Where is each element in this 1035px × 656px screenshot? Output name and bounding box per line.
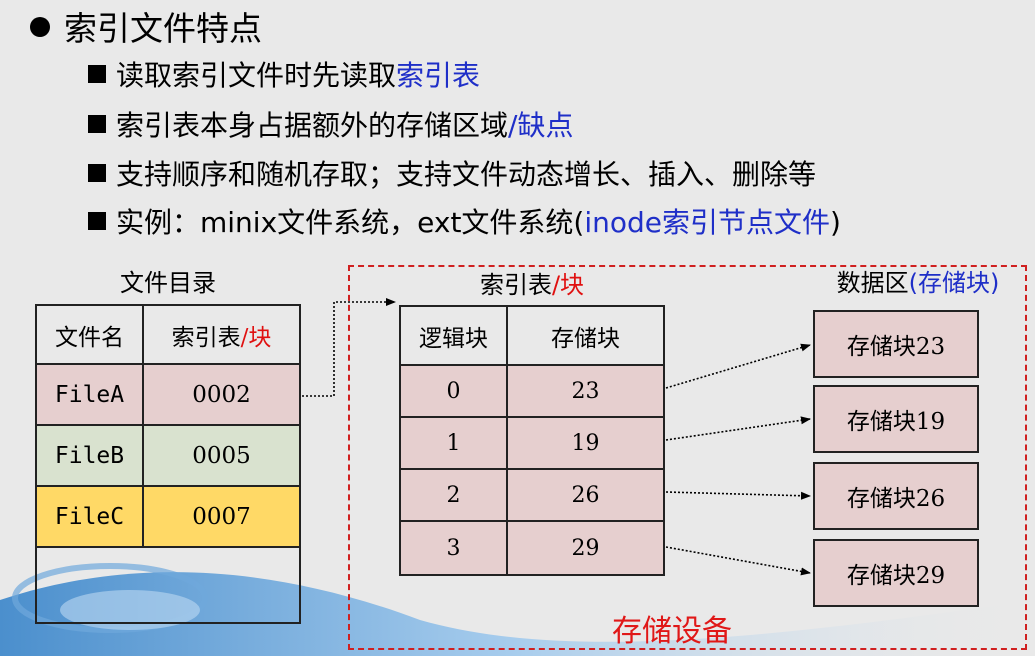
bullet-square-icon (88, 65, 106, 83)
arrow-block-1 (665, 416, 811, 441)
page-heading: 索引文件特点 (30, 8, 262, 50)
table-row: 1 19 (401, 418, 663, 470)
storage-block-cell: 23 (571, 378, 600, 404)
storage-block-cell: 29 (571, 535, 600, 561)
storage-block: 存储块19 (813, 385, 979, 453)
data-area-label: 数据区 (836, 269, 909, 297)
storage-block-cell: 26 (571, 482, 600, 508)
bullet-text: 实例：minix文件系统，ext文件系统( (116, 206, 585, 239)
file-name-cell: FileB (37, 426, 144, 485)
index-block-cell: 0002 (192, 381, 251, 408)
bullet-item: 读取索引文件时先读取索引表 (88, 58, 480, 94)
bullet-item: 索引表本身占据额外的存储区域/缺点 (88, 108, 573, 144)
index-header-row: 逻辑块 存储块 (401, 307, 663, 366)
bullet-item: 实例：minix文件系统，ext文件系统(inode索引节点文件) (88, 205, 841, 241)
index-table: 逻辑块 存储块 0 23 1 19 2 26 3 29 (399, 305, 665, 576)
table-row: 0 23 (401, 366, 663, 418)
table-row: FileC 0007 (37, 487, 299, 548)
arrow-block-0 (665, 343, 811, 389)
bullet-tail: ) (830, 206, 841, 239)
storage-block: 存储块26 (813, 462, 979, 530)
bullet-highlight: 索引表 (396, 59, 481, 92)
storage-block: 存储块29 (813, 539, 979, 607)
index-caption-label: 索引表 (479, 271, 552, 299)
arrow-block-3 (665, 546, 811, 576)
directory-col-name: 文件名 (37, 306, 144, 363)
logical-block-cell: 2 (401, 470, 508, 520)
bullet-text: 索引表本身占据额外的存储区域 (116, 109, 509, 142)
index-col-logical: 逻辑块 (401, 307, 508, 364)
bullet-square-icon (88, 115, 106, 133)
directory-caption: 文件目录 (120, 269, 216, 297)
logical-block-cell: 3 (401, 522, 508, 574)
table-row: 3 29 (401, 522, 663, 574)
bullet-square-icon (88, 212, 106, 230)
data-area-paren: (存储块) (908, 269, 1000, 297)
col-index-label: 索引表 (171, 324, 241, 351)
index-col-storage: 存储块 (551, 325, 620, 352)
index-caption-suffix: /块 (551, 271, 585, 299)
bullet-text: 支持顺序和随机存取；支持文件动态增长、插入、删除等 (116, 158, 817, 191)
storage-device-frame (348, 265, 1027, 650)
directory-col-index: 索引表/块 (144, 306, 299, 363)
bullet-item: 支持顺序和随机存取；支持文件动态增长、插入、删除等 (88, 157, 816, 193)
index-block-cell: 0005 (192, 442, 251, 469)
table-row: FileB 0005 (37, 426, 299, 487)
logical-block-cell: 1 (401, 418, 508, 468)
file-name-cell: FileC (37, 487, 144, 546)
bullet-text: 读取索引文件时先读取 (116, 59, 397, 92)
storage-block-cell: 19 (571, 430, 600, 456)
bullet-square-icon (88, 164, 106, 182)
table-row: 2 26 (401, 470, 663, 522)
heading-text: 索引文件特点 (64, 9, 262, 48)
storage-block: 存储块23 (813, 310, 979, 378)
data-area-caption: 数据区(存储块) (808, 268, 1028, 298)
logical-block-cell: 0 (401, 366, 508, 416)
storage-device-label: 存储设备 (612, 614, 732, 649)
table-row: FileA 0002 (37, 365, 299, 426)
directory-table: 文件名 索引表/块 FileA 0002 FileB 0005 FileC 00… (35, 304, 301, 624)
bullet-dot-icon (30, 17, 50, 37)
index-block-cell: 0007 (192, 503, 251, 530)
arrow-filea-to-index (302, 298, 396, 397)
col-index-suffix: /块 (240, 324, 272, 351)
bullet-highlight: inode索引节点文件 (584, 206, 831, 239)
directory-header-row: 文件名 索引表/块 (37, 306, 299, 365)
arrow-block-2 (665, 491, 811, 500)
index-table-caption: 索引表/块 (399, 270, 665, 300)
file-name-cell: FileA (37, 365, 144, 424)
bullet-highlight: /缺点 (508, 109, 574, 142)
